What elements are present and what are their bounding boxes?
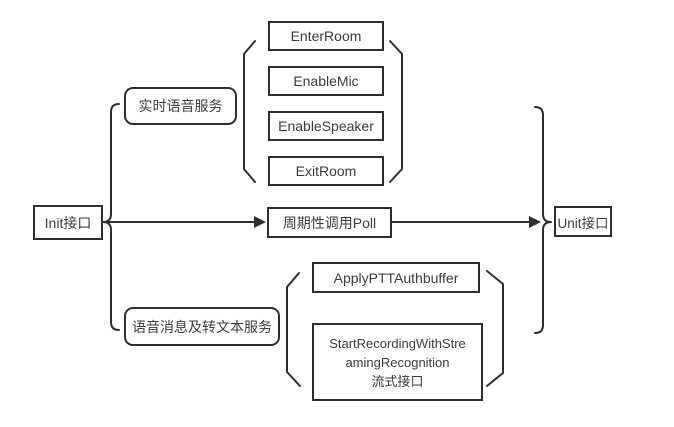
paren-bottom-left	[286, 272, 301, 387]
node-apply-ptt-authbuffer: ApplyPTTAuthbuffer	[312, 262, 480, 293]
node-exit-room: ExitRoom	[268, 156, 384, 186]
arrow-init-to-poll-head-icon	[254, 216, 266, 228]
brace-left	[102, 103, 120, 331]
node-enter-room: EnterRoom	[268, 21, 384, 51]
node-voice-message-to-text-service: 语音消息及转文本服务	[124, 307, 280, 346]
paren-top-right	[389, 40, 403, 183]
node-unit-interface: Unit接口	[554, 206, 612, 237]
node-enable-mic: EnableMic	[268, 66, 384, 96]
paren-top-left	[243, 40, 256, 183]
paren-bottom-right	[486, 270, 504, 387]
node-start-recording-line3: 流式接口	[371, 373, 424, 389]
brace-right	[534, 106, 552, 334]
node-enable-speaker: EnableSpeaker	[268, 111, 384, 141]
node-start-recording-with-streaming-recognition: StartRecordingWithStre amingRecognition …	[312, 323, 483, 401]
node-periodic-poll: 周期性调用Poll	[267, 207, 392, 238]
node-init-interface: Init接口	[33, 205, 103, 240]
arrow-poll-to-unit-head-icon	[529, 216, 541, 228]
node-start-recording-line2: amingRecognition	[345, 354, 450, 370]
node-realtime-voice-service: 实时语音服务	[124, 87, 237, 125]
node-start-recording-line1: StartRecordingWithStre	[329, 335, 466, 351]
